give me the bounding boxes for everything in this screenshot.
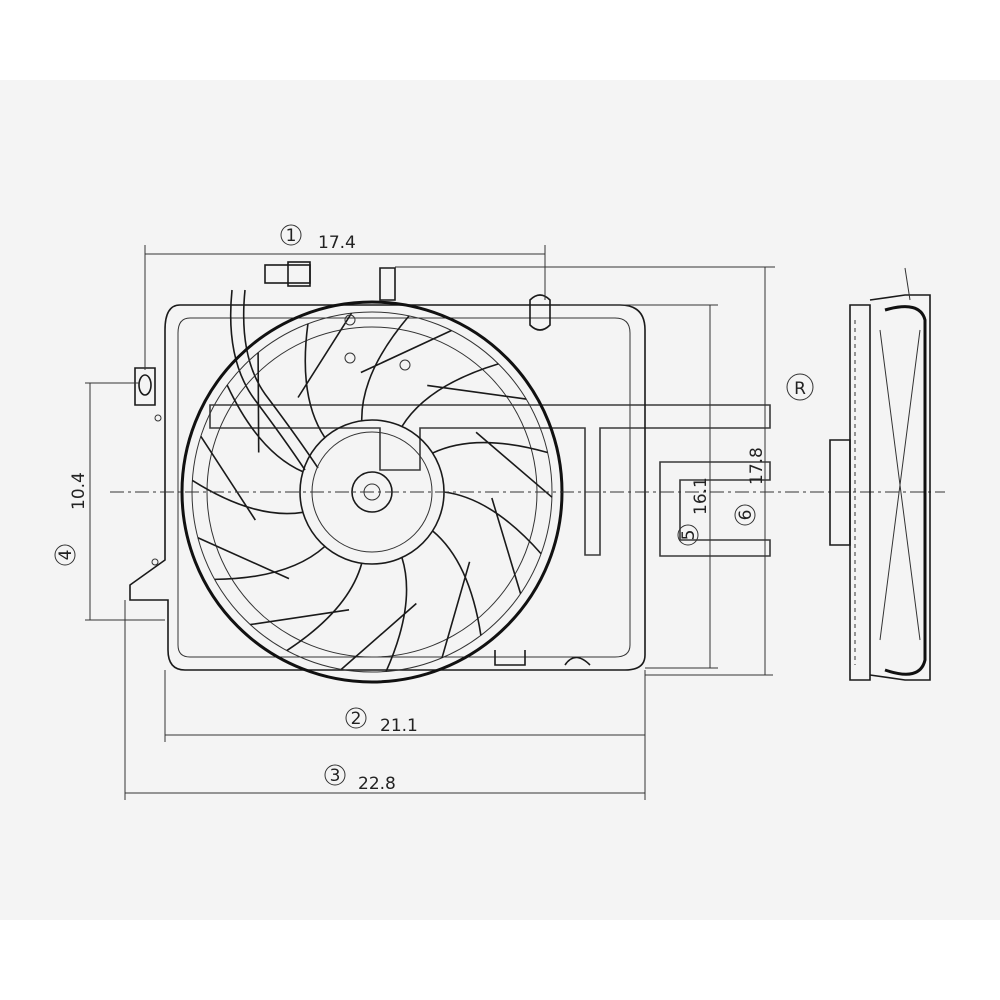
fan-blade (401, 363, 527, 427)
fan-blade (443, 491, 542, 594)
marker-5: 5 (679, 530, 699, 541)
dimension-4: 4 10.4 (54, 472, 89, 566)
fan-blade (250, 563, 363, 652)
value-16-1: 16.1 (691, 477, 711, 515)
side-view-marker: R (786, 373, 814, 401)
marker-1: 1 (286, 226, 297, 246)
value-17-4: 17.4 (318, 233, 356, 253)
dimension-lines (85, 245, 775, 800)
marker-r: R (794, 379, 806, 399)
fan-shroud-frame (129, 267, 646, 671)
fan-blade (191, 435, 304, 521)
dimension-1: 1 17.4 (280, 224, 356, 253)
dimension-3: 3 22.8 (324, 764, 396, 794)
value-17-8: 17.8 (747, 447, 767, 485)
value-22-8: 22.8 (358, 774, 396, 794)
marker-3: 3 (330, 766, 341, 786)
dimension-2: 2 21.1 (345, 707, 418, 736)
watermark-logo (209, 404, 771, 557)
fan-blade (340, 557, 417, 672)
value-10-4: 10.4 (69, 472, 89, 510)
fan-blade (297, 312, 353, 439)
wire-harness (229, 261, 319, 471)
background-band (0, 80, 1000, 920)
fan-blade (197, 536, 326, 581)
fan-blade (432, 530, 482, 659)
side-view (829, 267, 931, 681)
marker-4: 4 (56, 550, 76, 561)
dimension-5: 5 16.1 (677, 477, 711, 546)
fan-blade (432, 431, 553, 498)
marker-6: 6 (736, 510, 756, 521)
dimension-6: 6 17.8 (734, 447, 767, 526)
value-21-1: 21.1 (380, 716, 418, 736)
marker-2: 2 (351, 709, 362, 729)
fan-blade (226, 352, 304, 473)
fan-blade (360, 315, 452, 421)
